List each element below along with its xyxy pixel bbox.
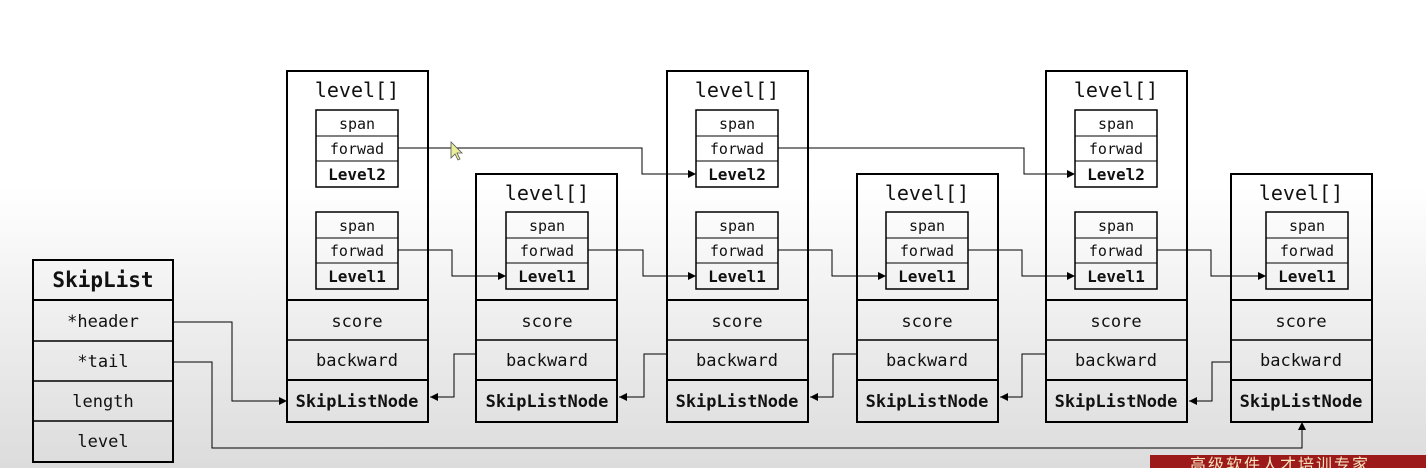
- level-entry-level1: span forwad Level1: [315, 211, 399, 290]
- forward-field: forwad: [330, 140, 384, 158]
- level1-forward-arrow-1: [398, 249, 506, 280]
- span-field: span: [339, 217, 375, 235]
- skiplist-node-5: level[] span forwad Level2 span forwad L…: [1045, 70, 1188, 423]
- span-field: span: [529, 217, 565, 235]
- score-field: score: [521, 312, 572, 332]
- header-pointer-arrow: [173, 321, 287, 405]
- level2-forward-arrow-2: [778, 147, 1075, 178]
- forward-field: forwad: [710, 140, 764, 158]
- level-entry-level1: span forwad Level1: [505, 211, 589, 290]
- score-field: score: [331, 312, 382, 332]
- mouse-cursor-icon: [450, 141, 463, 161]
- score-field: score: [901, 312, 952, 332]
- level-entry-level2: span forwad Level2: [695, 109, 779, 188]
- span-field: span: [1098, 217, 1134, 235]
- node-type-label: SkipListNode: [676, 392, 799, 412]
- backward-field: backward: [696, 351, 778, 371]
- skiplist-node-4: level[] span forwad Level1 score backwar…: [856, 173, 999, 423]
- forward-field: forwad: [520, 242, 574, 260]
- level1-forward-arrow-3: [778, 249, 886, 280]
- span-field: span: [909, 217, 945, 235]
- watermark-banner: 高级软件人才培训专家: [1150, 455, 1426, 468]
- level-array-label: level[]: [695, 78, 779, 102]
- backward-field: backward: [316, 351, 398, 371]
- level-entry-level1: span forwad Level1: [1074, 211, 1158, 290]
- forward-field: forwad: [710, 242, 764, 260]
- node-type-label: SkipListNode: [486, 392, 609, 412]
- level-array-label: level[]: [315, 78, 399, 102]
- level-name: Level2: [708, 165, 766, 184]
- skiplist-node-3: level[] span forwad Level2 span forwad L…: [666, 70, 809, 423]
- forward-field: forwad: [330, 242, 384, 260]
- span-field: span: [1289, 217, 1325, 235]
- level-name: Level1: [518, 267, 576, 286]
- backward-field: backward: [1260, 351, 1342, 371]
- backward-field: backward: [1075, 351, 1157, 371]
- forward-field: forwad: [900, 242, 954, 260]
- watermark-text: 高级软件人才培训专家: [1190, 455, 1371, 468]
- skiplist-node-1: level[] span forwad Level2 span forwad L…: [286, 70, 429, 423]
- tail-pointer-arrow: [173, 361, 1306, 449]
- score-field: score: [1090, 312, 1141, 332]
- backward-arrow-3: [619, 353, 667, 401]
- node-type-label: SkipListNode: [1055, 392, 1178, 412]
- skiplist-node-6: level[] span forwad Level1 score backwar…: [1230, 173, 1373, 423]
- level-name: Level2: [328, 165, 386, 184]
- level-array-label: level[]: [885, 181, 969, 205]
- level-array-label: level[]: [505, 181, 589, 205]
- skiplist-tail-field: *tail: [77, 352, 128, 372]
- skiplist-level-field: level: [77, 432, 128, 452]
- level-array-label: level[]: [1074, 78, 1158, 102]
- level-entry-level1: span forwad Level1: [885, 211, 969, 290]
- level-entry-level2: span forwad Level2: [315, 109, 399, 188]
- level-name: Level1: [328, 267, 386, 286]
- backward-arrow-5: [1000, 353, 1046, 401]
- node-type-label: SkipListNode: [296, 392, 419, 412]
- skiplist-node-2: level[] span forwad Level1 score backwar…: [475, 173, 618, 423]
- forward-field: forwad: [1089, 140, 1143, 158]
- score-field: score: [711, 312, 762, 332]
- span-field: span: [1098, 115, 1134, 133]
- level-name: Level1: [708, 267, 766, 286]
- skiplist-title: SkipList: [52, 268, 153, 292]
- backward-arrow-2: [430, 353, 476, 401]
- skiplist-header-field: *header: [67, 312, 139, 332]
- score-field: score: [1275, 312, 1326, 332]
- level-entry-level2: span forwad Level2: [1074, 109, 1158, 188]
- skiplist-length-field: length: [72, 392, 133, 412]
- level-entry-level1: span forwad Level1: [695, 211, 779, 290]
- level1-forward-arrow-2: [588, 249, 696, 280]
- span-field: span: [719, 115, 755, 133]
- skiplist-struct: SkipList *header *tail length level: [32, 259, 174, 463]
- backward-arrow-6: [1189, 361, 1231, 405]
- backward-field: backward: [506, 351, 588, 371]
- span-field: span: [339, 115, 375, 133]
- level2-forward-arrow-1: [398, 147, 696, 178]
- node-type-label: SkipListNode: [866, 392, 989, 412]
- forward-field: forwad: [1280, 242, 1334, 260]
- level-name: Level1: [1087, 267, 1145, 286]
- forward-field: forwad: [1089, 242, 1143, 260]
- backward-arrow-4: [810, 353, 857, 401]
- level-name: Level1: [1278, 267, 1336, 286]
- span-field: span: [719, 217, 755, 235]
- level-array-label: level[]: [1259, 181, 1343, 205]
- backward-field: backward: [886, 351, 968, 371]
- level-entry-level1: span forwad Level1: [1265, 211, 1349, 290]
- level1-forward-arrow-4: [968, 249, 1075, 280]
- node-type-label: SkipListNode: [1240, 392, 1363, 412]
- level-name: Level2: [1087, 165, 1145, 184]
- level1-forward-arrow-5: [1157, 249, 1266, 280]
- level-name: Level1: [898, 267, 956, 286]
